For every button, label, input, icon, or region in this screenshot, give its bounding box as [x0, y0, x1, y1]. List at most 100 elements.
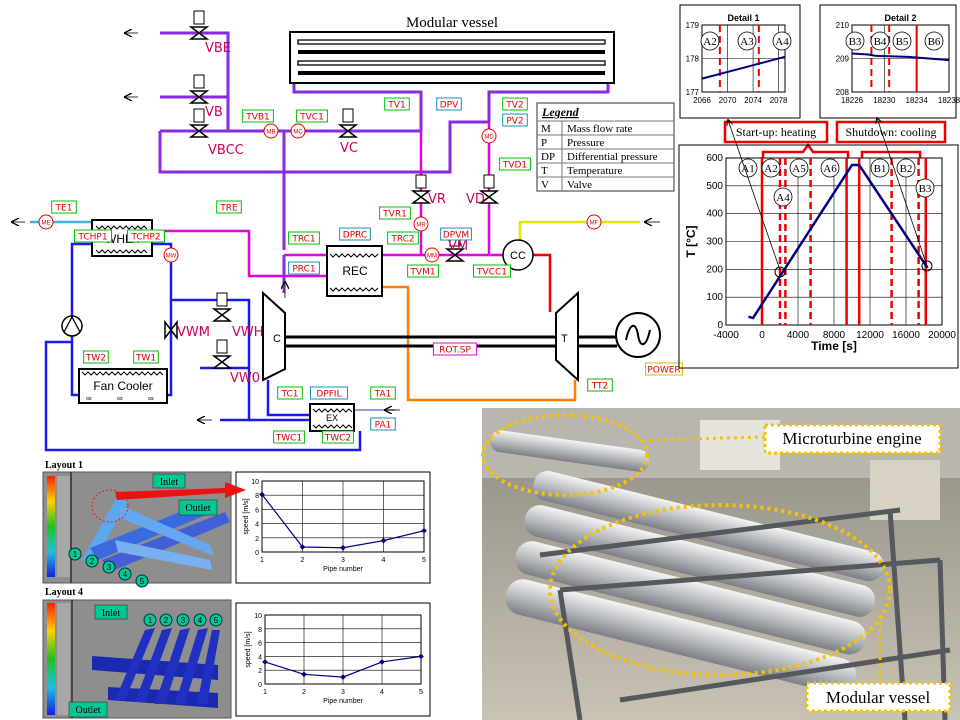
x-tick-label: 5 — [419, 689, 423, 696]
valve-vbe-icon[interactable] — [188, 10, 210, 40]
temperature-tag-box — [473, 264, 511, 278]
temperature-tag: TA1 — [374, 390, 392, 400]
recuperator: REC — [326, 245, 383, 297]
annotation-circle — [820, 158, 840, 178]
annotation-label: B4 — [874, 36, 887, 48]
valve-vwh-icon[interactable] — [211, 292, 233, 322]
pipe-number-badge — [118, 567, 132, 581]
pipe — [292, 83, 423, 131]
annotation-label: A5 — [792, 163, 806, 175]
valve-body — [164, 319, 178, 341]
inlet-label: Inlet — [102, 608, 121, 619]
valve-vw0-icon[interactable] — [211, 339, 233, 369]
temperature-tag-box — [407, 264, 439, 278]
legend-symbol: DP — [541, 151, 555, 163]
x-tick-label: -4000 — [713, 330, 739, 341]
flow-meter-icon — [413, 216, 429, 232]
valve-body — [337, 124, 359, 138]
x-tick-label: 16000 — [892, 330, 920, 341]
y-tick-label: 500 — [706, 181, 723, 192]
pipe — [152, 229, 327, 278]
fan-icon: ∞ — [148, 394, 154, 403]
valve-label: VBCC — [208, 143, 244, 158]
valve-actuator — [193, 74, 205, 89]
valve-vwm-icon[interactable] — [164, 319, 178, 341]
pipe-model — [82, 492, 230, 572]
pipe — [158, 120, 489, 174]
y-tick-label: 2 — [255, 536, 259, 543]
phase-label: Start-up: heating — [736, 125, 816, 139]
annotation-label: A2 — [764, 163, 777, 175]
temperature-tag: TVCC1 — [476, 268, 507, 278]
flow-meter-label: MD — [484, 135, 494, 141]
temperature-tag-box — [288, 231, 320, 245]
x-tick-label: 18230 — [873, 96, 896, 105]
flow-meter-label: MC — [293, 130, 303, 136]
legend-description: Pressure — [567, 137, 604, 149]
pressure-tag: DPV — [440, 101, 459, 111]
inlet-arrow — [115, 482, 246, 500]
pipe-number-label: 3 — [107, 563, 112, 572]
y-tick-label: 0 — [255, 550, 259, 557]
chart-title: Detail 2 — [884, 13, 916, 23]
phase-label-box — [835, 120, 947, 144]
x-tick-label: 3 — [341, 557, 345, 564]
valve-body — [410, 190, 432, 204]
pipe-number-label: 4 — [123, 570, 128, 579]
pipe-number-label: 4 — [198, 616, 203, 625]
fan-cooler: Fan Cooler ∞ ∞ ∞ — [78, 368, 168, 404]
flow-meter-label: MB — [267, 130, 276, 136]
annotation-label: A3 — [740, 36, 754, 48]
outlet-label: Outlet — [76, 705, 101, 716]
pressure-tag-box — [288, 261, 320, 275]
valve-body — [188, 26, 210, 40]
y-tick-label: 300 — [706, 237, 723, 248]
pipe — [44, 340, 362, 452]
pipe — [266, 380, 310, 417]
power-tag-box — [645, 362, 683, 376]
flow-meter-label: MM — [427, 254, 437, 260]
x-tick-label: 4000 — [787, 330, 810, 341]
y-tick-label: 600 — [706, 153, 723, 164]
valve-vc-icon[interactable] — [337, 108, 359, 138]
valve-body — [188, 124, 210, 138]
flow-meter-label: MF — [590, 221, 599, 227]
x-tick-label: 2 — [301, 557, 305, 564]
data-point — [380, 537, 387, 544]
valve-vd-icon[interactable] — [478, 174, 500, 204]
detail-pointer-arrow — [728, 120, 781, 271]
valve-vb-icon[interactable] — [188, 74, 210, 104]
y-tick-label: 179 — [686, 21, 700, 30]
outlet-label: Outlet — [186, 503, 211, 514]
temperature-tag-box — [384, 97, 410, 111]
pipe-number-badge — [193, 613, 207, 627]
valve-actuator — [216, 339, 228, 354]
temperature-tag: TV1 — [387, 101, 405, 111]
valve-vbcc-icon[interactable] — [188, 108, 210, 138]
chart-title: Detail 1 — [727, 13, 759, 23]
chart-frame — [678, 144, 959, 369]
valve-vr-icon[interactable] — [410, 174, 432, 204]
annotation-label: A2 — [703, 36, 716, 48]
x-tick-label: 18238 — [938, 96, 960, 105]
legend-symbol: V — [541, 179, 549, 191]
valve-actuator — [415, 174, 427, 189]
y-tick-label: 4 — [255, 522, 259, 529]
temperature-tag-box — [322, 430, 354, 444]
temperature-tag-box — [587, 378, 613, 392]
valve-body — [211, 308, 233, 322]
power-tag: POWER — [647, 366, 680, 376]
combustion-chamber: CC — [502, 239, 534, 271]
x-tick-label: 5 — [422, 557, 426, 564]
pressure-tag-box — [440, 227, 472, 241]
compressor-label: C — [273, 333, 281, 345]
annotation-label: B1 — [874, 163, 887, 175]
pressure-tag-box — [436, 97, 462, 111]
pipe-number-badge — [135, 574, 149, 588]
temperature-tag: TWC2 — [324, 434, 351, 444]
temperature-tag-box — [379, 206, 411, 220]
temperature-tag-box — [83, 350, 109, 364]
